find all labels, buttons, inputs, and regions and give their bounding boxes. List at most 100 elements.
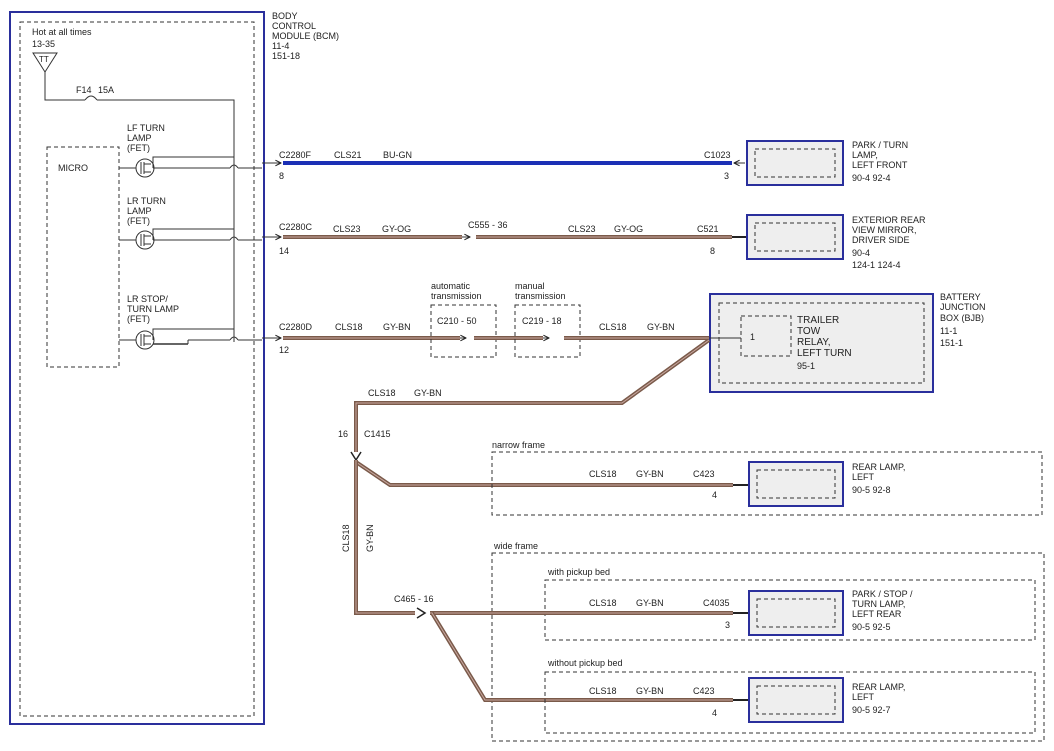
mirror-box: [746, 214, 844, 260]
fuse-icon: [84, 95, 98, 101]
bcm-title-line: MODULE (BCM): [272, 31, 339, 41]
label-line: transmission: [431, 291, 482, 301]
label-line: 11-1: [940, 326, 957, 336]
label-line: 90-5 92-5: [852, 622, 891, 632]
stop-color-code2: GY-BN: [647, 322, 675, 332]
park-turn-lf-lamp-box: [746, 140, 844, 186]
lr-inline-connector: C555 - 36: [468, 220, 508, 230]
label-line: LAMP,: [852, 150, 878, 160]
narrow-frame-label: narrow frame: [492, 440, 545, 450]
nopickup-wire-stripe: [431, 612, 733, 701]
label-line: RELAY,: [797, 337, 831, 348]
label-line: PARK / STOP /: [852, 589, 913, 599]
label-line: JUNCTION: [940, 302, 986, 312]
c465-arrow-icon: [416, 607, 427, 619]
fet3-transistor-icon: [119, 328, 234, 350]
rear-lamp-narrow-label: REAR LAMP, LEFT 90-5 92-8: [852, 462, 905, 495]
c1415-arrow-icon: [350, 451, 362, 462]
label-line: 90-4: [852, 248, 870, 258]
label-line: transmission: [515, 291, 566, 301]
label-line: BOX (BJB): [940, 313, 984, 323]
lf-color-code: BU-GN: [383, 150, 412, 160]
park-turn-lf-lamp-inner: [754, 148, 836, 178]
power-feed-line: [44, 72, 85, 101]
label-line: REAR LAMP,: [852, 462, 905, 472]
auto-transmission-label: automatic transmission: [431, 281, 482, 301]
power-source-icon: TT: [32, 52, 58, 73]
power-source-symbol: TT: [39, 55, 49, 64]
relay-pin: 1: [750, 332, 755, 342]
manual-transmission-label: manual transmission: [515, 281, 566, 301]
fuse-output-line: [97, 99, 235, 342]
label-line: TRAILER: [797, 315, 839, 326]
lr-circuit2: CLS23: [568, 224, 596, 234]
lf-circuit: CLS21: [334, 150, 362, 160]
label-line: TURN LAMP,: [852, 599, 905, 609]
rear-harness-color: GY-BN: [414, 388, 442, 398]
vertical-circuit: CLS18: [341, 524, 351, 552]
pickup-color: GY-BN: [636, 598, 664, 608]
trailer-relay-label: TRAILER TOW RELAY, LEFT TURN 95-1: [797, 315, 852, 371]
nopickup-color: GY-BN: [636, 686, 664, 696]
fuse-rating: 15A: [98, 85, 114, 95]
rear-lamp-nopickup-box: [748, 677, 844, 723]
label-line: automatic: [431, 281, 471, 291]
park-turn-lf-label: PARK / TURN LAMP, LEFT FRONT 90-4 92-4: [852, 140, 908, 183]
lr-pin: 14: [279, 246, 289, 256]
park-stop-lamp-inner: [756, 598, 836, 628]
rear-lamp-narrow-box: [748, 461, 844, 507]
label-line: PARK / TURN: [852, 140, 908, 150]
fuse-label: F14: [76, 85, 92, 95]
label-line: TOW: [797, 326, 821, 337]
label-line: 124-1 124-4: [852, 260, 901, 270]
manual-transmission-box: [514, 304, 581, 358]
narrow-frame-wire-stripe: [355, 461, 733, 486]
wide-frame-box: [491, 552, 1045, 742]
c1415-pin: 16: [338, 429, 348, 439]
bjb-box: [709, 293, 934, 393]
rear-harness-wire-stripe: [355, 339, 710, 452]
c1415-connector: C1415: [364, 429, 391, 439]
stop-circuit2: CLS18: [599, 322, 627, 332]
bjb-label: BATTERY JUNCTION BOX (BJB) 11-1 151-1: [940, 292, 986, 348]
label-line: 151-1: [940, 338, 963, 348]
with-pickup-box: [544, 579, 1036, 641]
manual-connector: C219 - 18: [522, 316, 562, 326]
c465-connector: C465 - 16: [394, 594, 434, 604]
bcm-title: BODY CONTROL MODULE (BCM) 11-4 151-18: [272, 11, 339, 61]
bcm-title-line: 11-4: [272, 41, 289, 51]
label-line: 95-1: [797, 361, 815, 371]
lr-color-code: GY-OG: [382, 224, 411, 234]
wire-crossover-hops: [187, 164, 262, 344]
trailer-relay-box: [740, 315, 792, 357]
lf-pin: 8: [279, 171, 284, 181]
vertical-color: GY-BN: [365, 524, 375, 552]
nopickup-pin: 4: [712, 708, 717, 718]
lr-end-pin: 8: [710, 246, 715, 256]
lr-connector: C2280C: [279, 222, 313, 232]
label-line: (FET): [127, 216, 150, 226]
mirror-inner: [754, 222, 836, 252]
lr-circuit: CLS23: [333, 224, 361, 234]
label-line: 90-5 92-7: [852, 705, 891, 715]
nopickup-circuit: CLS18: [589, 686, 617, 696]
label-line: EXTERIOR REAR: [852, 215, 926, 225]
auto-transmission-box: [430, 304, 497, 358]
label-line: DRIVER SIDE: [852, 235, 910, 245]
narrow-pin: 4: [712, 490, 717, 500]
fet2-transistor-icon: [119, 228, 234, 250]
mirror-label: EXTERIOR REAR VIEW MIRROR, DRIVER SIDE 9…: [852, 215, 926, 270]
label-line: LEFT FRONT: [852, 160, 908, 170]
rear-lamp-narrow-inner: [756, 469, 836, 499]
fet2-label: LR TURN LAMP (FET): [127, 196, 166, 226]
micro-box: [46, 146, 120, 368]
lf-end-connector: C1023: [704, 150, 731, 160]
pickup-pin: 3: [725, 620, 730, 630]
bcm-title-line: CONTROL: [272, 21, 316, 31]
label-line: manual: [515, 281, 545, 291]
stop-connector: C2280D: [279, 322, 313, 332]
narrow-circuit: CLS18: [589, 469, 617, 479]
label-line: (FET): [127, 314, 150, 324]
with-pickup-label: with pickup bed: [547, 567, 610, 577]
label-line: LR STOP/: [127, 294, 168, 304]
